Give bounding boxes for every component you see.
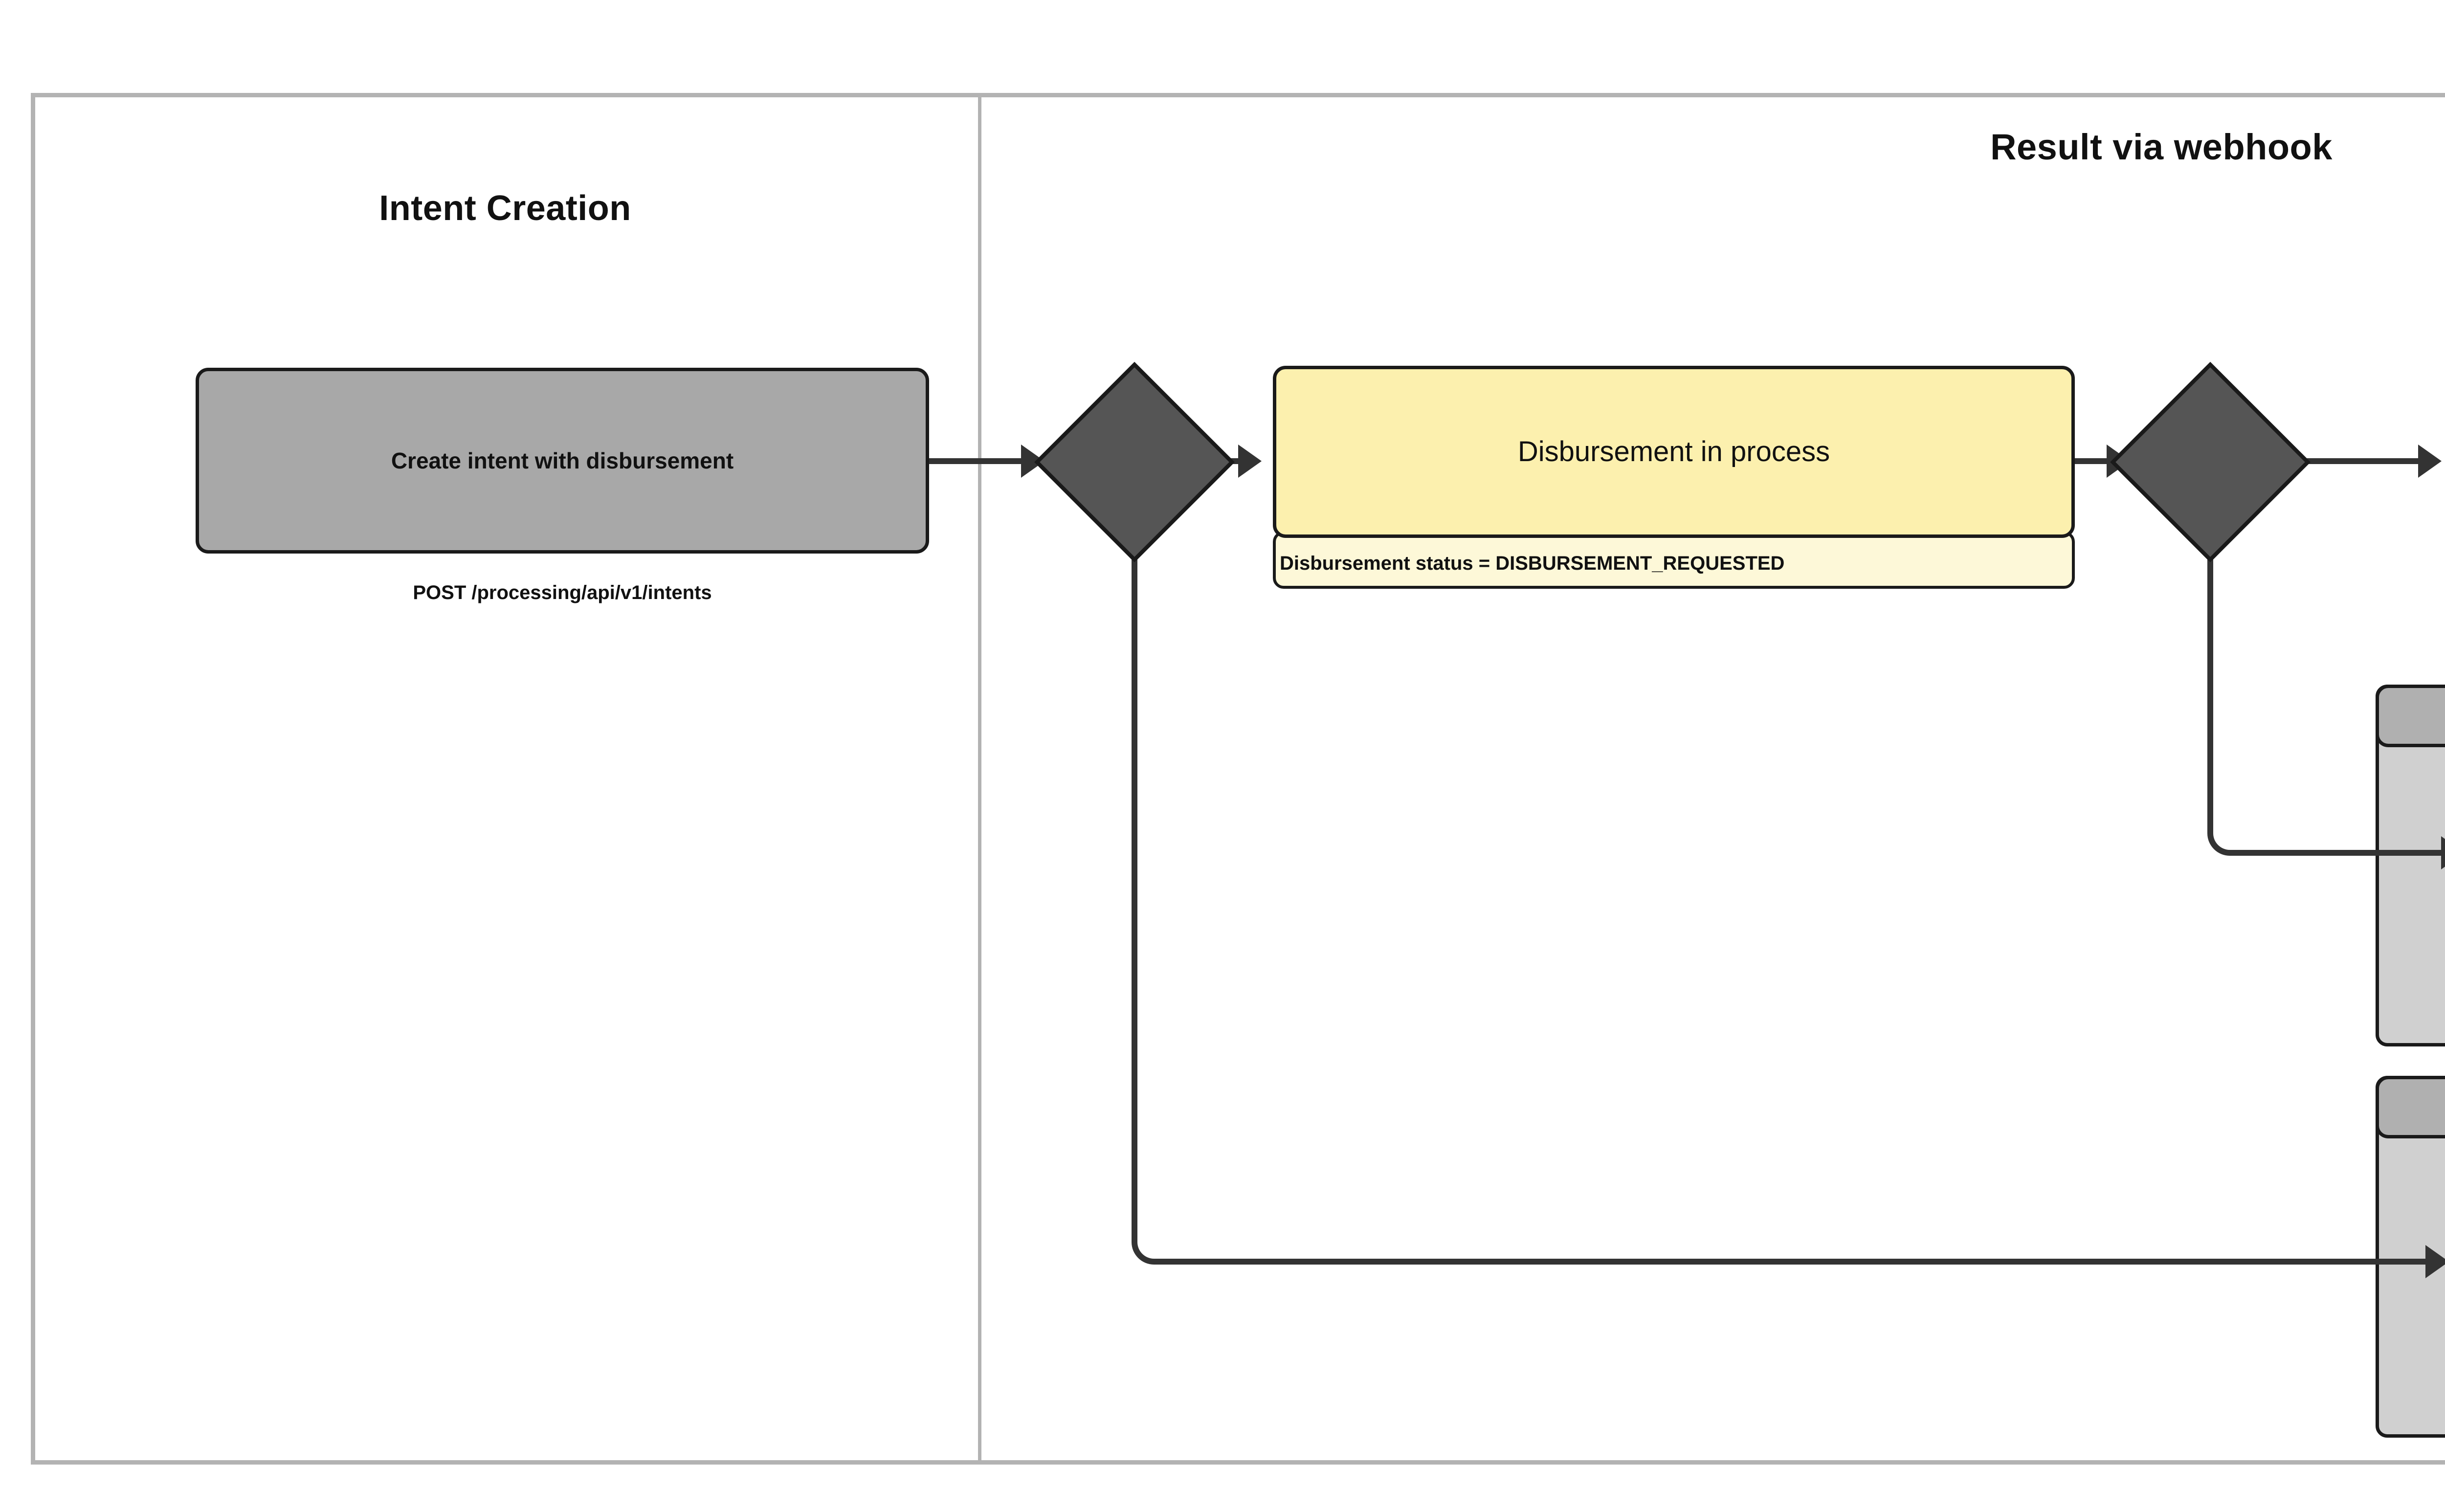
connector-gateway2-to-declined <box>2342 850 2445 856</box>
arrowhead-error <box>2425 1245 2445 1278</box>
node-disbursement-in-process-label: Disbursement in process <box>1273 366 2075 538</box>
lane-title-result-via-webhook: Result via webhook <box>1990 127 2333 167</box>
connector-gateway1-to-error <box>1237 1259 2445 1265</box>
status-text: Disbursement status = DISBURSEMENT_REQUE… <box>1280 552 1785 574</box>
connector-gateway2-to-success <box>2279 458 2430 464</box>
node-create-intent-caption: POST /processing/api/v1/intents <box>413 582 712 603</box>
flow-section-header-declined-disbursement: Flow Section Keyword: "DeclinedDisbursem… <box>2376 685 2445 747</box>
arrowhead-declined <box>2441 836 2445 869</box>
lane-divider <box>978 93 981 1465</box>
connector-gateway1-to-error-elbow <box>1132 533 1244 1265</box>
connector-gateway2-to-declined-elbow <box>2207 533 2349 856</box>
gateway-1-diamond-icon[interactable] <box>1064 391 1205 533</box>
connector-create-to-gateway1 <box>929 458 1051 464</box>
flow-section-header-creation-error: Flow Section Keyword: "CreationError" <box>2376 1076 2445 1138</box>
arrowhead-success <box>2418 445 2442 478</box>
node-create-intent-label: Create intent with disbursement <box>196 368 929 554</box>
gateway-2-diamond-icon[interactable] <box>2139 391 2281 533</box>
diagram-frame <box>31 93 2445 1465</box>
node-disbursement-in-process[interactable]: Disbursement in process Disbursement sta… <box>1273 366 2075 589</box>
node-disbursement-in-process-status: Disbursement status = DISBURSEMENT_REQUE… <box>1273 531 2075 589</box>
arrowhead-process <box>1238 445 1262 478</box>
lane-title-intent-creation: Intent Creation <box>379 189 631 228</box>
node-create-intent[interactable]: Create intent with disbursement <box>196 368 929 554</box>
